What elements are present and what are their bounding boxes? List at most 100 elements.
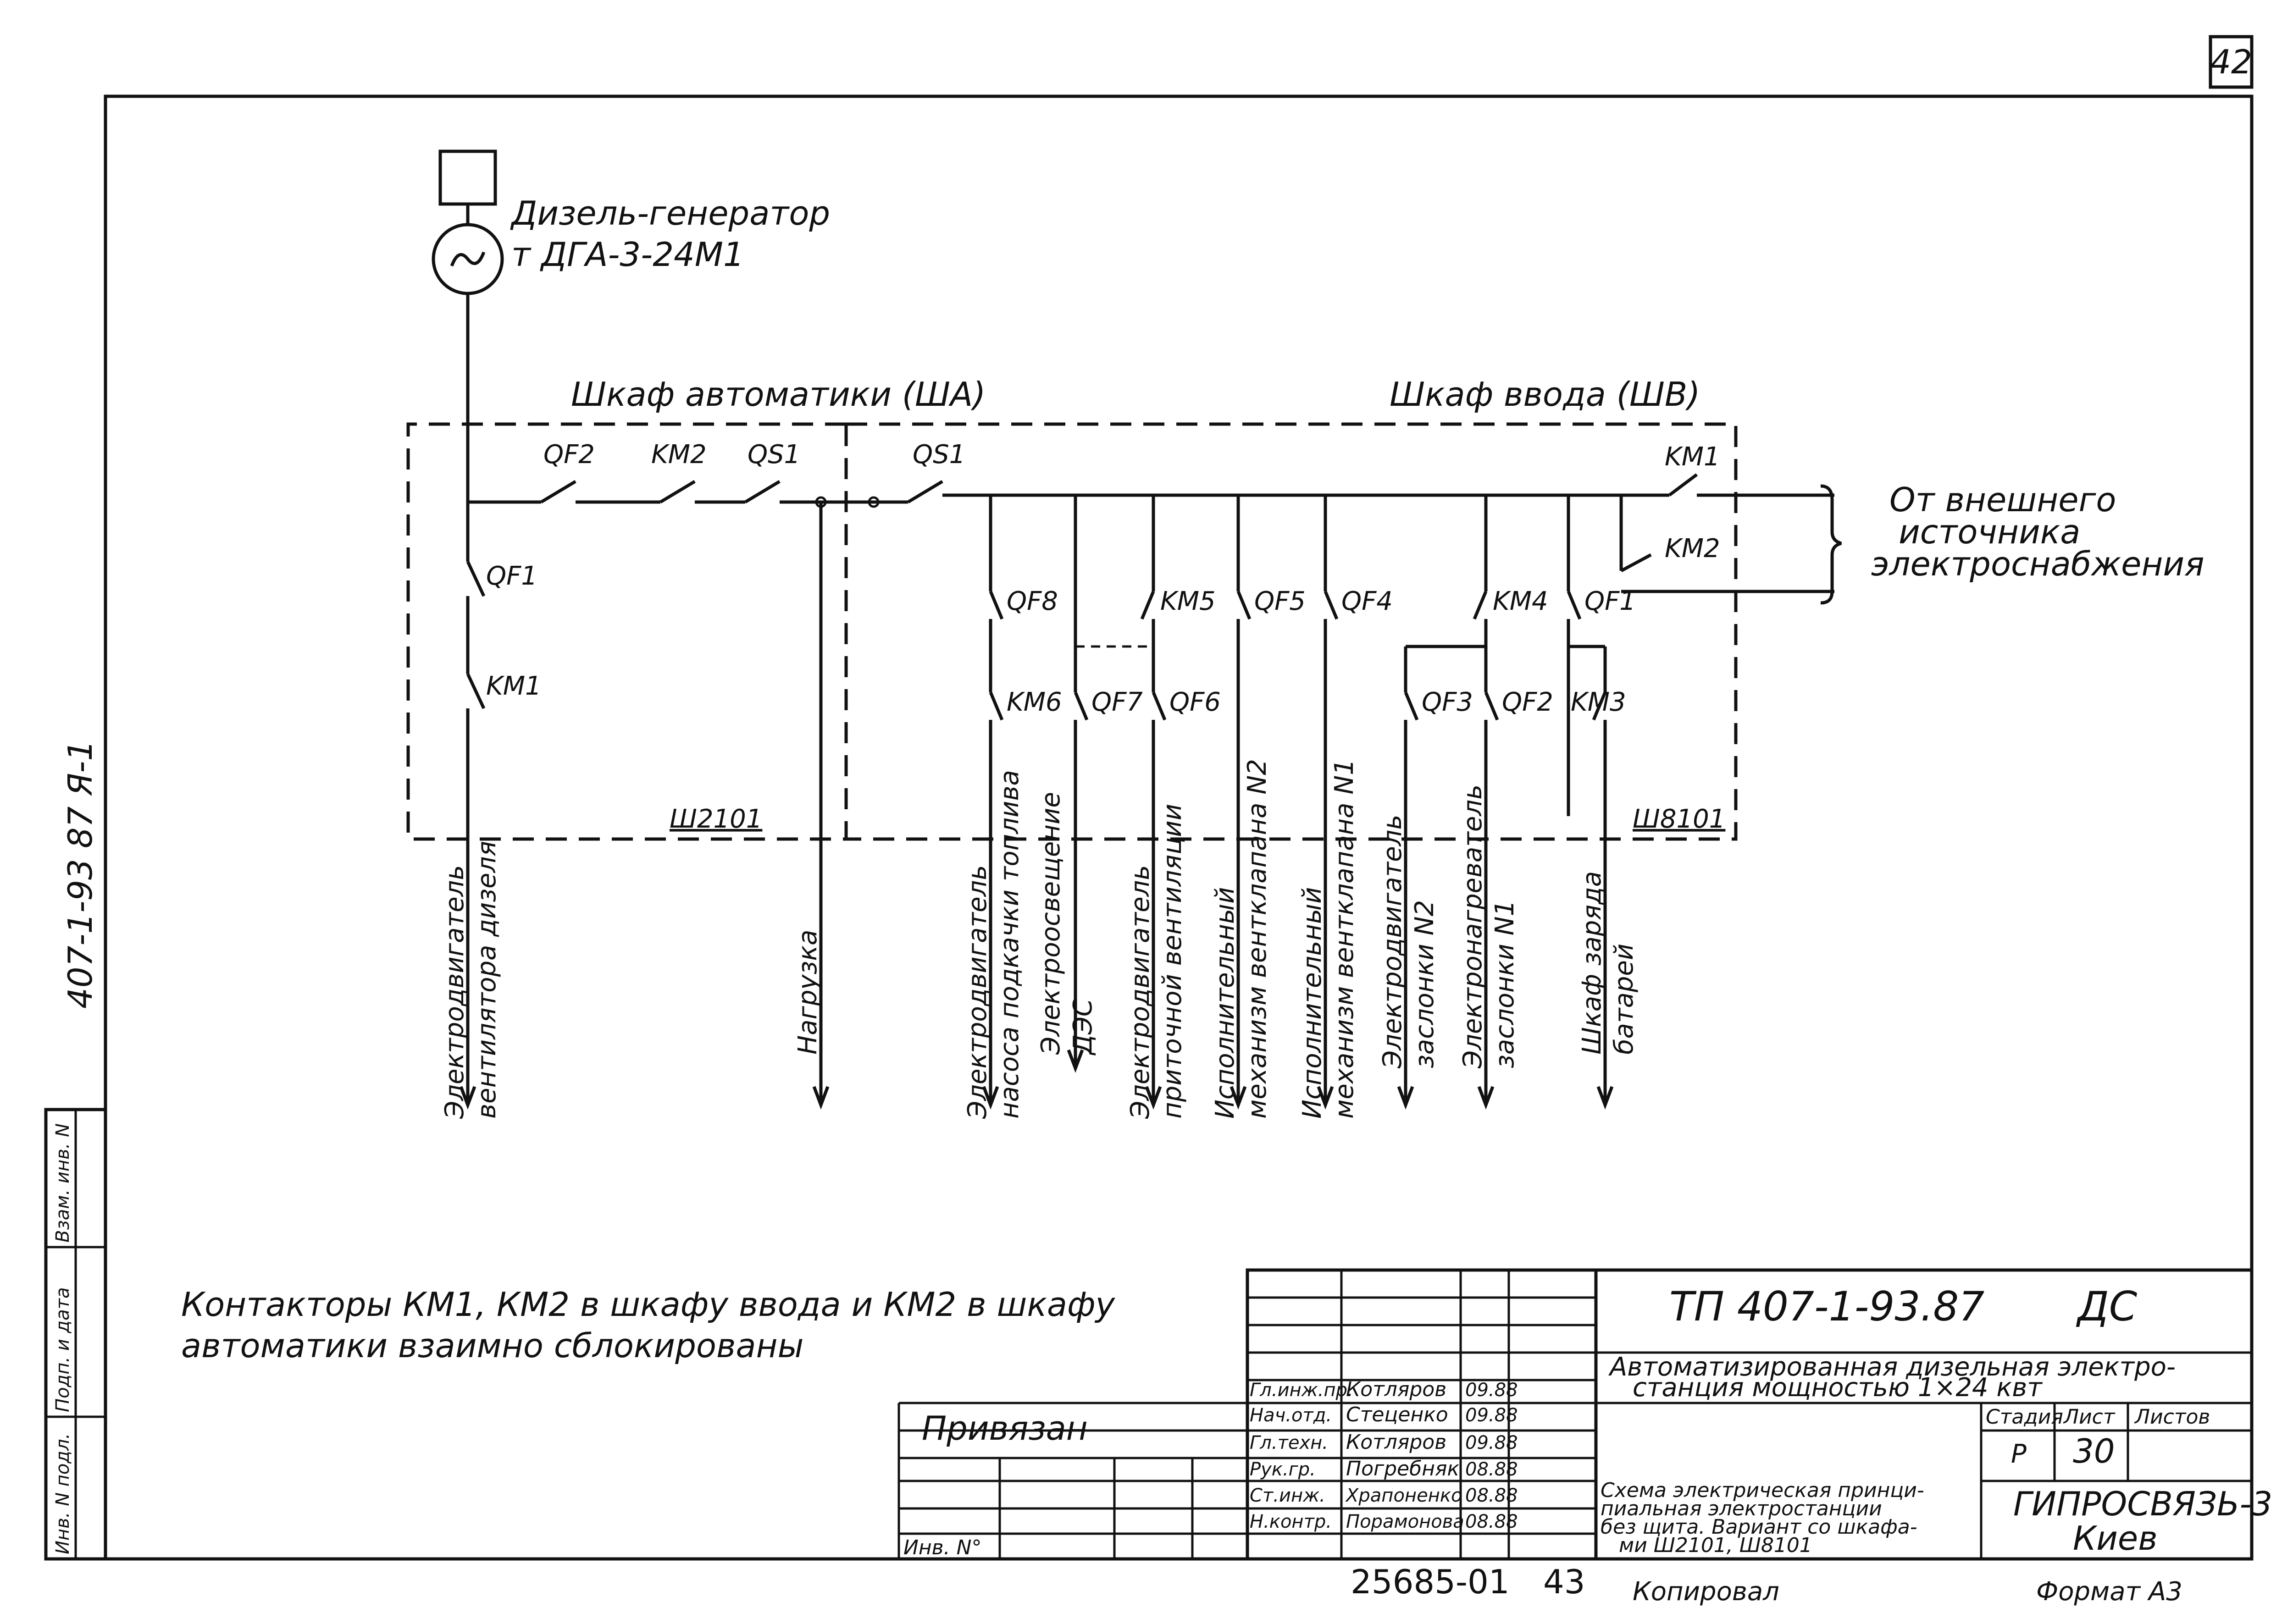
load-valve2-line1: Исполнительный — [1210, 887, 1240, 1119]
load-supply-fan-line2: приточной вентиляции — [1158, 804, 1187, 1119]
external-source-line1: От внешнего — [1889, 481, 2116, 519]
side-code: 407-1-93 87 Я-1 — [61, 740, 100, 1009]
qf2-top-label: QF2 — [543, 440, 595, 470]
doc-type: ДС — [2076, 1283, 2138, 1330]
input-cabinet-title: Шкаф ввода (ШВ) — [1390, 375, 1700, 414]
sig-role-3: Гл.техн. — [1250, 1432, 1328, 1453]
qf8-label: QF8 — [1007, 586, 1058, 616]
sig-role-6: Н.контр. — [1250, 1511, 1332, 1532]
format-label: Формат А3 — [2036, 1577, 2182, 1607]
fan-motor-branch — [459, 502, 486, 1110]
sheet-title-line1: Схема электрическая принци- — [1601, 1479, 1924, 1502]
side-stamp — [44, 1108, 107, 1561]
generator-symbol — [432, 149, 504, 502]
feeder-branches — [982, 495, 1614, 1110]
sig-date-6: 08.88 — [1465, 1511, 1518, 1532]
external-source-line3: электроснабжения — [1871, 545, 2204, 583]
generator-name: Дизель-генератор — [510, 194, 830, 232]
qs1-a-label: QS1 — [748, 440, 800, 470]
side-stamp-inv: Инв. N подл. — [52, 1433, 73, 1554]
sig-name-2: Стеценко — [1346, 1403, 1448, 1426]
drawing-frame — [104, 94, 2254, 1561]
load-fan-motor-line2: вентилятора дизеля — [472, 841, 502, 1119]
bound-label: Привязан — [922, 1409, 1088, 1447]
load-valve2-line2: механизм вентклапана N2 — [1242, 759, 1272, 1119]
load-load-line1: Нагрузка — [793, 930, 823, 1055]
load-charger-line1: Шкаф заряда — [1577, 871, 1607, 1055]
load-valve1-line2: механизм вентклапана N1 — [1329, 759, 1359, 1119]
qf1-right-label: QF1 — [1584, 586, 1636, 616]
sheet-number-box — [2209, 35, 2254, 89]
load-damper2-line1: Электродвигатель — [1378, 815, 1407, 1069]
load-damper2-line2: заслонки N2 — [1410, 900, 1440, 1068]
sig-date-4: 08.88 — [1465, 1459, 1518, 1480]
signature-table: Гл.инж.пр. Котляров 09.88 Нач.отд. Стеце… — [1250, 1378, 1518, 1532]
sig-name-4: Погребняк — [1346, 1457, 1459, 1480]
sig-name-1: Котляров — [1346, 1378, 1446, 1401]
org-name: ГИПРОСВЯЗЬ-3 — [2013, 1485, 2272, 1523]
km5-label: KM5 — [1160, 586, 1216, 616]
km1-right-label: KM1 — [1665, 442, 1720, 472]
load-damper1-line1: Электронагреватель — [1458, 784, 1488, 1069]
qs1-b-label: QS1 — [913, 440, 965, 470]
sig-role-4: Рук.гр. — [1250, 1459, 1316, 1480]
km1-left-label: KM1 — [486, 671, 542, 701]
load-charger-line2: батарей — [1609, 944, 1639, 1055]
sheet-value: 30 — [2073, 1432, 2115, 1470]
note-line2: автоматики взаимно сблокированы — [181, 1326, 803, 1365]
sig-date-1: 09.88 — [1465, 1380, 1518, 1401]
doc-code: ТП 407-1-93.87 — [1669, 1283, 1984, 1330]
load-lighting-line1: Электроосвещение — [1036, 792, 1066, 1055]
side-stamp-sign: Подп. и дата — [52, 1287, 73, 1412]
load-labels: Электродвигатель вентилятора дизеля Нагр… — [440, 759, 1639, 1119]
km4-label: KM4 — [1493, 586, 1548, 616]
qf4-label: QF4 — [1341, 586, 1393, 616]
sheet-number: 42 — [2210, 43, 2252, 81]
sheet-title-line3: без щита. Вариант со шкафа- — [1601, 1515, 1917, 1539]
load-fuel-pump-line2: насоса подкачки топлива — [995, 770, 1025, 1119]
org-city: Киев — [2073, 1519, 2158, 1558]
title-block-grid — [897, 1268, 2254, 1561]
external-source-line2: источника — [1899, 513, 2080, 551]
qf3-label: QF3 — [1422, 687, 1473, 717]
km2-top-label: KM2 — [651, 440, 707, 470]
automation-bus — [468, 480, 908, 1110]
load-fuel-pump-line1: Электродвигатель — [963, 865, 992, 1119]
sheet-title-line4: ми Ш2101, Ш8101 — [1619, 1534, 1812, 1557]
panel-left-label: Ш2101 — [670, 804, 762, 834]
sig-date-5: 08.88 — [1465, 1485, 1518, 1506]
load-supply-fan-line1: Электродвигатель — [1125, 865, 1155, 1119]
input-bus — [907, 473, 1842, 605]
inv-label: Инв. N° — [903, 1536, 982, 1559]
automation-cabinet-title: Шкаф автоматики (ША) — [571, 375, 986, 414]
qf6-label: QF6 — [1169, 687, 1221, 717]
sig-role-1: Гл.инж.пр. — [1250, 1380, 1353, 1401]
page-number: 43 — [1543, 1563, 1585, 1601]
stage-label: Стадия — [1986, 1405, 2063, 1429]
automation-cabinet-outline — [406, 422, 848, 841]
sheet-label: Лист — [2063, 1405, 2116, 1429]
sig-role-2: Нач.отд. — [1250, 1405, 1332, 1426]
km2-right-label: KM2 — [1665, 534, 1720, 563]
copied-label: Копировал — [1633, 1577, 1779, 1607]
project-title-line2: станция мощностью 1×24 квт — [1633, 1373, 2043, 1403]
input-cabinet-outline — [846, 422, 1738, 841]
generator-type: т ДГА-3-24М1 — [511, 235, 744, 274]
sig-date-2: 09.88 — [1465, 1405, 1518, 1426]
load-fan-motor-line1: Электродвигатель — [440, 865, 470, 1119]
qf7-label: QF7 — [1091, 687, 1143, 717]
sig-date-3: 09.88 — [1465, 1432, 1518, 1453]
load-valve1-line1: Исполнительный — [1297, 887, 1327, 1119]
km6-label: KM6 — [1007, 687, 1062, 717]
sig-name-6: Порамонова — [1346, 1511, 1464, 1532]
sheet-title-line2: пиальная электростанции — [1601, 1497, 1882, 1520]
sig-name-3: Котляров — [1346, 1431, 1446, 1454]
sig-name-5: Храпоненко — [1345, 1485, 1462, 1506]
panel-right-label: Ш8101 — [1633, 804, 1725, 834]
km3-label: KM3 — [1571, 687, 1626, 717]
archive-number: 25685-01 — [1351, 1563, 1510, 1601]
note-line1: Контакторы КМ1, КМ2 в шкафу ввода и КМ2 … — [181, 1285, 1116, 1324]
qf2-right-label: QF2 — [1502, 687, 1553, 717]
qf5-label: QF5 — [1254, 586, 1306, 616]
